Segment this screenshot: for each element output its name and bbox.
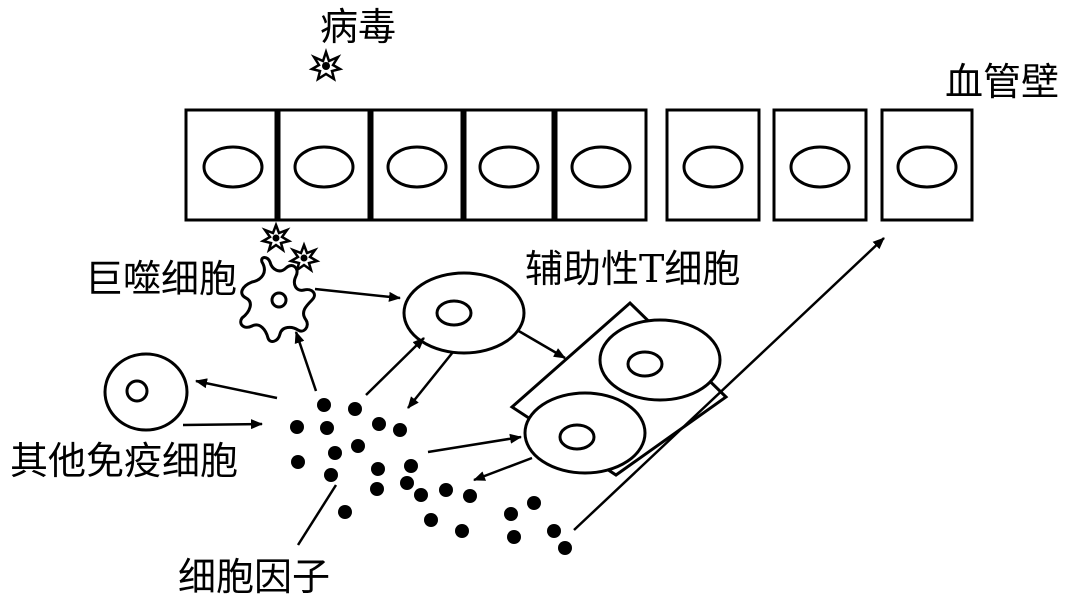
wall-cell bbox=[370, 108, 464, 222]
cytokine-dot bbox=[291, 455, 305, 469]
cytokine-dot bbox=[547, 524, 561, 538]
other-immune-cell bbox=[103, 352, 189, 432]
wall-cell bbox=[277, 108, 371, 222]
wall-cell bbox=[554, 108, 648, 222]
activated-t-cells-group bbox=[509, 300, 729, 477]
macrophage-label: 巨噬细胞 bbox=[85, 257, 237, 301]
wall-cell bbox=[665, 108, 761, 222]
cytokine-dot bbox=[404, 459, 418, 473]
vessel-wall-label: 血管壁 bbox=[945, 60, 1059, 104]
arrow-cytokine-to-t-cell bbox=[365, 337, 425, 396]
virus-icon bbox=[259, 221, 293, 254]
virus-icon bbox=[308, 48, 344, 82]
cytokine-dot bbox=[328, 446, 342, 460]
cytokine-dot bbox=[393, 423, 407, 437]
cytokine-dot bbox=[455, 524, 469, 538]
wall-cell bbox=[880, 108, 974, 222]
wall-cell bbox=[463, 108, 555, 222]
macrophage-cell bbox=[239, 256, 316, 343]
cytokines-label: 细胞因子 bbox=[178, 555, 330, 599]
arrow-cytokine-to-vessel-wall bbox=[573, 237, 885, 531]
cytokine-dot bbox=[372, 417, 386, 431]
arrow-lower-t-cell-to-cytokine bbox=[473, 456, 533, 482]
arrow-t-cell-to-cytokine bbox=[407, 351, 454, 409]
cytokine-dot bbox=[371, 462, 385, 476]
wall-cell bbox=[772, 108, 868, 222]
arrow-t-cell-to-group bbox=[516, 328, 566, 360]
other-immune-cells-label: 其他免疫细胞 bbox=[10, 439, 238, 483]
cytokine-dot bbox=[348, 402, 362, 416]
helper-t-cell-label: 辅助性T细胞 bbox=[525, 247, 740, 291]
cytokine-dot bbox=[324, 468, 338, 482]
cytokine-dot bbox=[320, 421, 334, 435]
helper-t-cell bbox=[402, 271, 526, 355]
cytokine-dot bbox=[317, 398, 331, 412]
cytokine-dot bbox=[338, 505, 352, 519]
arrows bbox=[182, 237, 885, 546]
cytokine-dot bbox=[558, 541, 572, 555]
arrow-cytokine-to-lower-t-cell bbox=[427, 433, 522, 454]
cytokine-dot bbox=[400, 476, 414, 490]
cytokine-dot bbox=[370, 482, 384, 496]
virus-icon bbox=[287, 241, 321, 274]
cytokine-dot bbox=[351, 439, 365, 453]
arrow-other-cell-to-cytokine bbox=[182, 419, 263, 430]
cytokine-dot bbox=[527, 496, 541, 510]
cytokine-dot bbox=[507, 530, 521, 544]
cytokine-dots bbox=[290, 398, 572, 555]
wall-cell bbox=[184, 108, 278, 222]
arrow-macrophage-to-t-cell bbox=[314, 287, 401, 302]
cytokine-dot bbox=[463, 489, 477, 503]
cytokines-label-leader bbox=[296, 484, 338, 546]
cytokine-dot bbox=[439, 483, 453, 497]
cytokine-dot bbox=[504, 507, 518, 521]
cytokine-dot bbox=[414, 488, 428, 502]
arrow-cytokine-to-other-cell bbox=[195, 378, 278, 400]
cytokine-dot bbox=[424, 513, 438, 527]
vessel-wall bbox=[184, 108, 974, 222]
cytokine-dot bbox=[290, 420, 304, 434]
arrow-cytokine-to-macrophage bbox=[294, 331, 318, 392]
virus-label: 病毒 bbox=[320, 5, 396, 49]
